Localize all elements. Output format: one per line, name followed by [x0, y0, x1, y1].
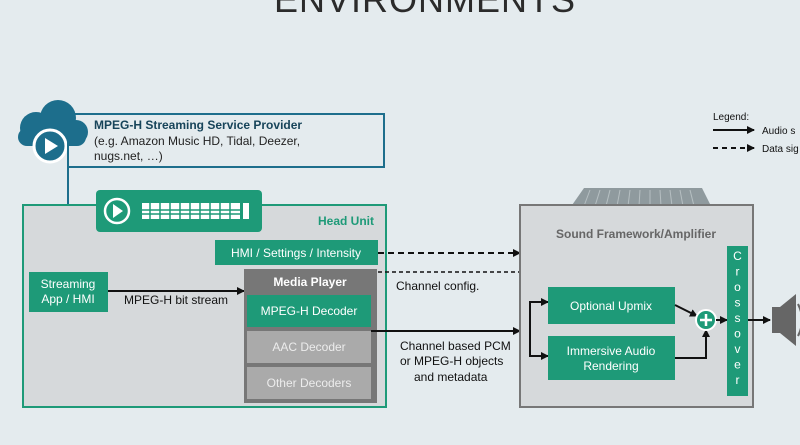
decoder-other-label: Other Decoders — [267, 376, 352, 390]
channel-config-label: Channel config. — [396, 279, 479, 293]
bitstream-label: MPEG-H bit stream — [124, 293, 228, 307]
speaker-icon — [772, 294, 800, 346]
decoder-mpegh — [247, 295, 371, 327]
pcm-label-line2: or MPEG-H objects — [400, 354, 503, 368]
streaming-app-line2: App / HMI — [41, 292, 94, 306]
crossover-box — [727, 246, 748, 396]
decoder-mpegh-label: MPEG-H Decoder — [261, 304, 358, 318]
provider-examples-line1: (e.g. Amazon Music HD, Tidal, Deezer, — [94, 134, 300, 148]
rendering-to-sum-arrow — [675, 329, 710, 359]
head-unit-label: Head Unit — [318, 214, 374, 228]
head-unit-device-icon — [96, 190, 262, 232]
decoder-aac — [247, 331, 371, 363]
hmi-settings-label: HMI / Settings / Intensity — [231, 246, 361, 260]
media-player-title: Media Player — [273, 275, 347, 289]
optional-upmix-label: Optional Upmix — [570, 299, 652, 313]
legend: Legend: Audio s Data sig — [713, 112, 799, 155]
pcm-label-line1: Channel based PCM — [400, 339, 511, 353]
immersive-rendering-line2: Rendering — [583, 359, 638, 373]
hmi-settings-box — [215, 240, 378, 265]
legend-dashed-label: Data sig — [762, 144, 799, 155]
decoder-aac-label: AAC Decoder — [272, 340, 345, 354]
page-title: ENVIRONMENTS — [274, 0, 576, 20]
provider-examples-line2: nugs.net, …) — [94, 149, 163, 163]
sound-framework-label: Sound Framework/Amplifier — [556, 227, 716, 241]
sum-node-icon — [695, 309, 717, 331]
provider-name: MPEG-H Streaming Service Provider — [94, 118, 302, 132]
streaming-app-line1: Streaming — [41, 277, 96, 291]
cloud-play-icon — [18, 100, 88, 164]
streaming-app-box — [29, 272, 108, 312]
immersive-rendering-box — [548, 336, 675, 380]
upmix-to-sum-arrow — [674, 304, 698, 317]
pcm-label-line3: and metadata — [414, 370, 488, 384]
legend-solid-label: Audio s — [762, 126, 795, 137]
legend-title: Legend: — [713, 112, 749, 123]
decoder-other — [247, 367, 371, 399]
immersive-rendering-line1: Immersive Audio — [567, 344, 656, 358]
provider-box — [67, 113, 385, 168]
optional-upmix-box — [548, 287, 675, 324]
